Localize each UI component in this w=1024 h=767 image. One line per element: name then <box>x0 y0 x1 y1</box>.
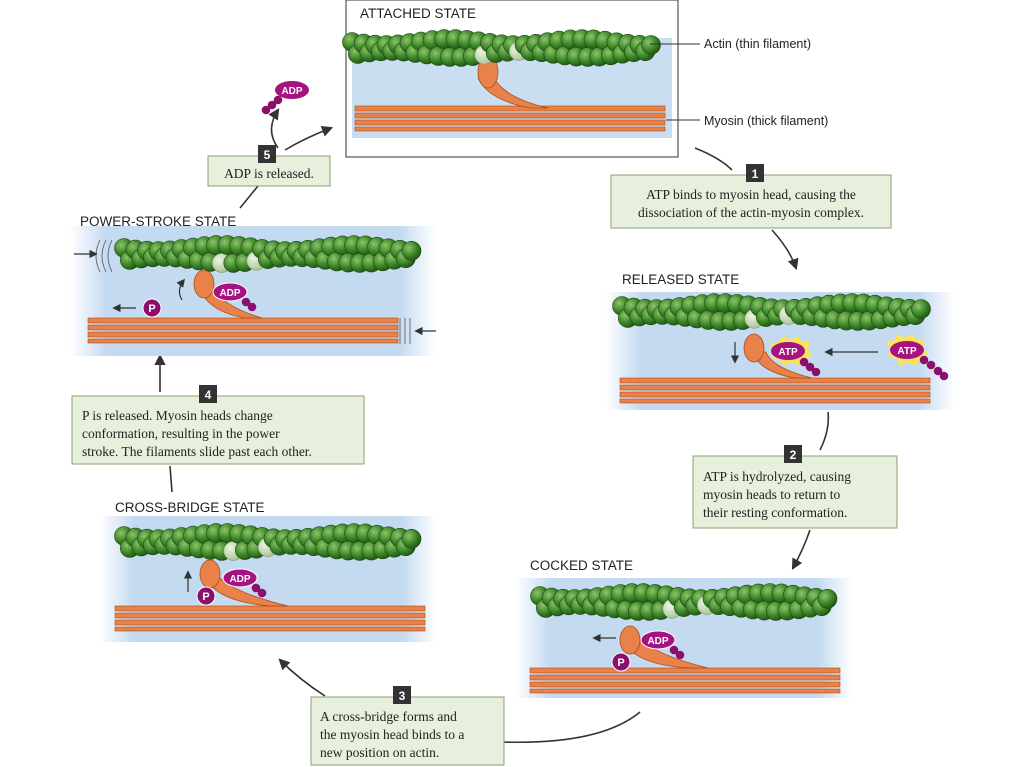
actin-monomer <box>641 35 661 55</box>
arrow-attached-to-step1 <box>694 147 733 171</box>
state-title-power-stroke: POWER-STROKE STATE <box>80 214 236 229</box>
atp-molecule-bound: ATP <box>770 336 821 377</box>
panel-cocked-state: COCKED STATE ADP P <box>516 558 852 698</box>
adp-molecule: ADP <box>222 568 267 598</box>
step-box-3: 3 A cross-bridge forms and the myosin he… <box>310 686 505 766</box>
atp-molecule-incoming: ATP <box>886 334 949 381</box>
panel-released-state: RELEASED STATE ATP ATP <box>606 272 954 410</box>
phosphate-label: P <box>148 303 155 315</box>
actin-monomer <box>401 241 422 261</box>
adp-label: ADP <box>281 86 302 97</box>
slide-lines-right <box>399 318 436 344</box>
myosin-head <box>743 333 765 363</box>
step-number: 4 <box>205 388 212 402</box>
label-myosin: Myosin (thick filament) <box>704 114 828 128</box>
actin-filament <box>114 235 422 273</box>
adp-label: ADP <box>647 636 668 647</box>
state-title-released: RELEASED STATE <box>622 272 739 287</box>
state-title-attached: ATTACHED STATE <box>360 6 476 21</box>
arrow-step3-to-crossbridge <box>278 658 326 697</box>
phosphate-label: P <box>617 657 624 669</box>
actin-filament <box>342 29 661 67</box>
myosin-head <box>619 625 641 655</box>
state-title-cross-bridge: CROSS-BRIDGE STATE <box>115 500 265 515</box>
step-text-line: P is released. Myosin heads change <box>82 408 273 423</box>
step-text-line: A cross-bridge forms and <box>320 709 457 724</box>
phosphate-molecule: P <box>142 298 162 318</box>
actin-monomer <box>911 299 931 319</box>
step-text-line: stroke. The filaments slide past each ot… <box>82 444 312 459</box>
actin-monomer <box>817 588 838 609</box>
cycle-arrows <box>154 108 830 744</box>
adp-molecule: ADP <box>640 630 685 660</box>
step-text-line: the myosin head binds to a <box>320 727 464 742</box>
step-number: 3 <box>399 689 406 703</box>
slide-lines-left <box>74 239 113 273</box>
rotation-arrow <box>176 278 186 301</box>
step-text-line: new position on actin. <box>320 745 439 760</box>
step-text-line: myosin heads to return to <box>703 487 840 502</box>
label-actin: Actin (thin filament) <box>704 37 811 51</box>
step-box-4: 4 P is released. Myosin heads change con… <box>71 385 365 465</box>
adp-molecule: ADP <box>212 282 257 312</box>
myosin-neck <box>751 351 813 379</box>
myosin-head <box>193 269 215 299</box>
phosphate-molecule: P <box>196 586 216 606</box>
step-text-line: ADP is released. <box>224 166 314 181</box>
step-box-5: 5 ADP is released. <box>207 145 331 187</box>
arrow-adp-release <box>268 108 280 149</box>
panel-cross-bridge-state: CROSS-BRIDGE STATE ADP P <box>100 500 436 642</box>
step-text-line: dissociation of the actin-myosin complex… <box>638 205 864 220</box>
step-number: 1 <box>752 167 759 181</box>
arrow-crossbridge-to-step4 <box>169 465 173 493</box>
step-number: 2 <box>790 448 797 462</box>
step-number: 5 <box>264 148 271 162</box>
panel-power-stroke-state: POWER-STROKE STATE P <box>70 214 436 356</box>
myosin-filament <box>619 377 931 404</box>
adp-molecule-released: ADP <box>261 81 309 115</box>
panel-attached-state: ATTACHED STATE Actin (thin filament) Myo… <box>342 0 828 158</box>
arrow-cocked-to-step3 <box>501 711 641 744</box>
myosin-head <box>199 559 221 589</box>
myosin-neck <box>477 77 549 109</box>
step-text-line: conformation, resulting in the power <box>82 426 280 441</box>
arrow-step1-to-released <box>771 229 799 271</box>
adp-label: ADP <box>219 288 240 299</box>
phosphate-label: P <box>202 591 209 603</box>
step-text-line: ATP binds to myosin head, causing the <box>646 187 856 202</box>
atp-label: ATP <box>897 346 917 357</box>
step-text-line: their resting conformation. <box>703 505 847 520</box>
step-text-line: ATP is hydrolyzed, causing <box>703 469 851 484</box>
actin-filament <box>612 293 931 331</box>
step-box-2: 2 ATP is hydrolyzed, causing myosin head… <box>692 445 898 529</box>
state-title-cocked: COCKED STATE <box>530 558 633 573</box>
myosin-filament <box>354 105 666 132</box>
arrow-powerstroke-to-step5 <box>239 185 259 209</box>
actin-monomer <box>401 528 422 549</box>
arrow-step5-to-attached <box>284 125 334 151</box>
step-box-1: 1 ATP binds to myosin head, causing the … <box>610 164 892 229</box>
actin-filament <box>530 583 838 621</box>
atp-label: ATP <box>778 347 798 358</box>
arrow-released-to-step2 <box>819 411 830 451</box>
arrow-step2-to-cocked <box>791 529 811 570</box>
adp-label: ADP <box>229 574 250 585</box>
actin-filament <box>114 523 422 561</box>
myosin-filament <box>114 605 426 632</box>
phosphate-molecule: P <box>611 652 631 672</box>
